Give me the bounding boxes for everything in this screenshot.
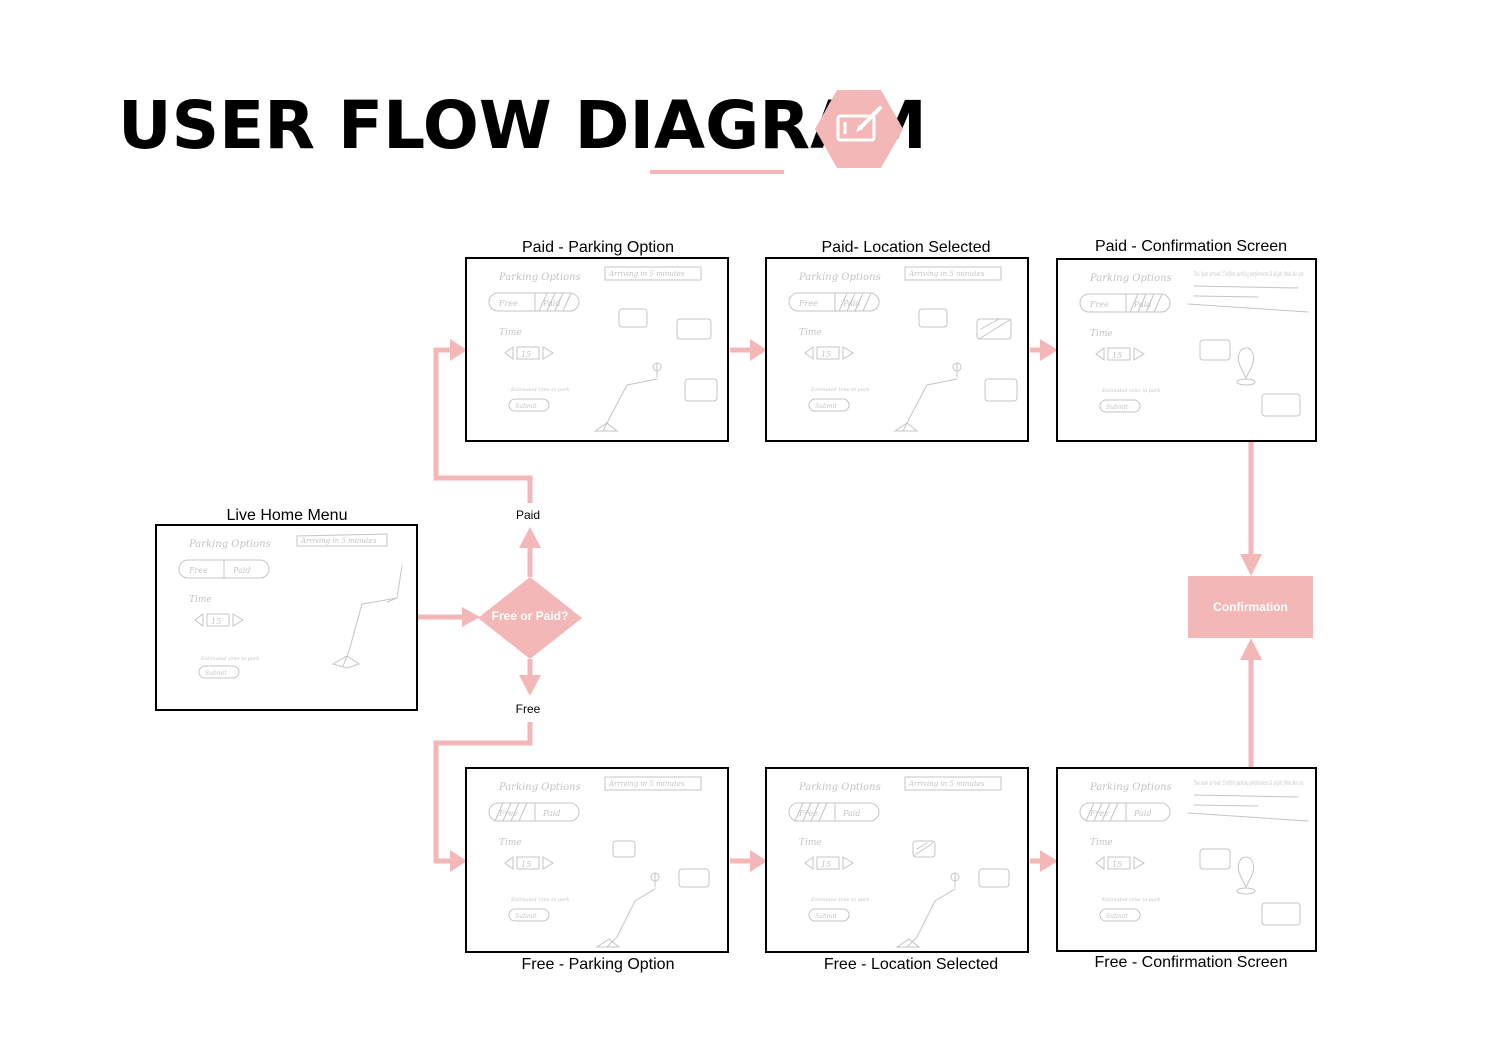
- screen-label-paid-location: Paid- Location Selected: [821, 239, 991, 256]
- wireframe-sketch: Parking Options You have arrived. Confir…: [1079, 780, 1309, 926]
- screen-free-confirm: Parking Options You have arrived. Confir…: [1056, 767, 1317, 952]
- svg-text:Parking Options: Parking Options: [1089, 782, 1172, 793]
- svg-text:Estimated time to park: Estimated time to park: [510, 387, 569, 393]
- wireframe-sketch: Parking Options Arriving in 5 minutes Fr…: [488, 776, 710, 948]
- svg-text:Estimated time to park: Estimated time to park: [510, 897, 569, 903]
- svg-text:Time: Time: [799, 838, 822, 848]
- svg-text:15: 15: [821, 860, 831, 869]
- screen-label-paid-parking: Paid - Parking Option: [521, 239, 675, 256]
- screen-label-paid-confirm: Paid - Confirmation Screen: [1094, 238, 1288, 255]
- svg-text:Parking Options: Parking Options: [498, 782, 581, 793]
- svg-text:Arriving in 5 minutes: Arriving in 5 minutes: [908, 270, 985, 278]
- svg-text:15: 15: [1112, 351, 1122, 360]
- svg-text:Arriving in 5 minutes: Arriving in 5 minutes: [608, 780, 685, 788]
- sketch-submit: Submit: [205, 670, 227, 677]
- screen-label-free-location: Free - Location Selected: [823, 956, 999, 973]
- svg-text:Arriving in 5 minutes: Arriving in 5 minutes: [608, 270, 685, 278]
- svg-text:Free: Free: [798, 809, 818, 818]
- svg-text:Free: Free: [1089, 300, 1109, 309]
- svg-text:Time: Time: [1090, 838, 1113, 848]
- screen-paid-parking: Parking Options Arriving in 5 minutes Fr…: [465, 257, 729, 442]
- svg-text:Paid: Paid: [1133, 809, 1151, 818]
- branch-label-paid: Paid: [515, 508, 541, 522]
- sketch-eta: Estimated time to park: [200, 656, 259, 662]
- svg-text:Free: Free: [498, 299, 518, 308]
- decision-diamond: [478, 577, 582, 659]
- svg-text:15: 15: [521, 350, 531, 359]
- svg-text:Estimated time to park: Estimated time to park: [810, 387, 869, 393]
- svg-text:Time: Time: [1090, 329, 1113, 339]
- svg-text:Parking Options: Parking Options: [798, 272, 881, 283]
- branch-label-free: Free: [515, 702, 541, 716]
- screen-paid-location: Parking Options Arriving in 5 minutes Fr…: [765, 257, 1029, 442]
- sketch-arriving: Arriving in 5 minutes: [300, 537, 377, 545]
- wireframe-sketch: Parking Options Arriving in 5 minutes Fr…: [178, 533, 403, 679]
- svg-text:Submit: Submit: [815, 913, 837, 920]
- wireframe-sketch: Parking Options Arriving in 5 minutes Fr…: [488, 266, 718, 432]
- screen-label-free-confirm: Free - Confirmation Screen: [1094, 954, 1288, 971]
- screen-free-parking: Parking Options Arriving in 5 minutes Fr…: [465, 767, 729, 953]
- sketch-paid: Paid: [232, 566, 250, 575]
- screen-home: Parking Options Arriving in 5 minutes Fr…: [155, 524, 418, 711]
- svg-text:Submit: Submit: [1106, 913, 1128, 920]
- svg-text:Parking Options: Parking Options: [498, 272, 581, 283]
- sketch-free: Free: [188, 566, 208, 575]
- screen-free-location: Parking Options Arriving in 5 minutes Fr…: [765, 767, 1029, 953]
- page-title: USER FLOW DIAGRAM: [118, 87, 927, 164]
- svg-text:Time: Time: [499, 838, 522, 848]
- svg-text:Parking Options: Parking Options: [1089, 273, 1172, 284]
- sketch-time: Time: [189, 595, 212, 605]
- svg-text:15: 15: [821, 350, 831, 359]
- svg-text:Parking Options: Parking Options: [798, 782, 881, 793]
- sketch-heading: Parking Options: [188, 539, 271, 550]
- svg-text:Submit: Submit: [515, 913, 537, 920]
- svg-text:15: 15: [1112, 860, 1122, 869]
- screen-paid-confirm: Parking Options You have arrived. Confir…: [1056, 258, 1317, 442]
- svg-text:Estimated time to park: Estimated time to park: [1101, 388, 1160, 394]
- svg-text:Free: Free: [798, 299, 818, 308]
- svg-text:Paid: Paid: [842, 809, 860, 818]
- wireframe-sketch: Parking Options Arriving in 5 minutes Fr…: [788, 266, 1018, 432]
- svg-text:Paid: Paid: [842, 299, 860, 308]
- svg-text:Arriving in 5 minutes: Arriving in 5 minutes: [908, 780, 985, 788]
- title-underline: [650, 170, 784, 174]
- svg-text:Paid: Paid: [542, 299, 560, 308]
- svg-text:Submit: Submit: [515, 403, 537, 410]
- sketch-duration: 15: [211, 617, 221, 626]
- wireframe-sketch: Parking Options You have arrived. Confir…: [1079, 271, 1309, 417]
- screen-label-free-parking: Free - Parking Option: [521, 956, 675, 973]
- decision-label: Free or Paid?: [491, 609, 569, 623]
- svg-text:Estimated time to park: Estimated time to park: [810, 897, 869, 903]
- svg-text:Free: Free: [1089, 809, 1109, 818]
- screen-label-home: Live Home Menu: [226, 507, 348, 524]
- svg-text:Paid: Paid: [542, 809, 560, 818]
- svg-text:Time: Time: [799, 328, 822, 338]
- svg-text:Submit: Submit: [815, 403, 837, 410]
- svg-text:Paid: Paid: [1133, 300, 1151, 309]
- confirmation-box: Confirmation: [1188, 576, 1313, 638]
- svg-text:You have arrived. Confirm park: You have arrived. Confirm parking prefer…: [1194, 780, 1304, 787]
- svg-text:You have arrived. Confirm park: You have arrived. Confirm parking prefer…: [1194, 271, 1304, 278]
- svg-text:15: 15: [521, 860, 531, 869]
- svg-text:Estimated time to park: Estimated time to park: [1101, 897, 1160, 903]
- svg-text:Free: Free: [498, 809, 518, 818]
- svg-text:Time: Time: [499, 328, 522, 338]
- tablet-pen-icon: [815, 90, 903, 168]
- svg-text:Submit: Submit: [1106, 404, 1128, 411]
- wireframe-sketch: Parking Options Arriving in 5 minutes Fr…: [788, 776, 1010, 948]
